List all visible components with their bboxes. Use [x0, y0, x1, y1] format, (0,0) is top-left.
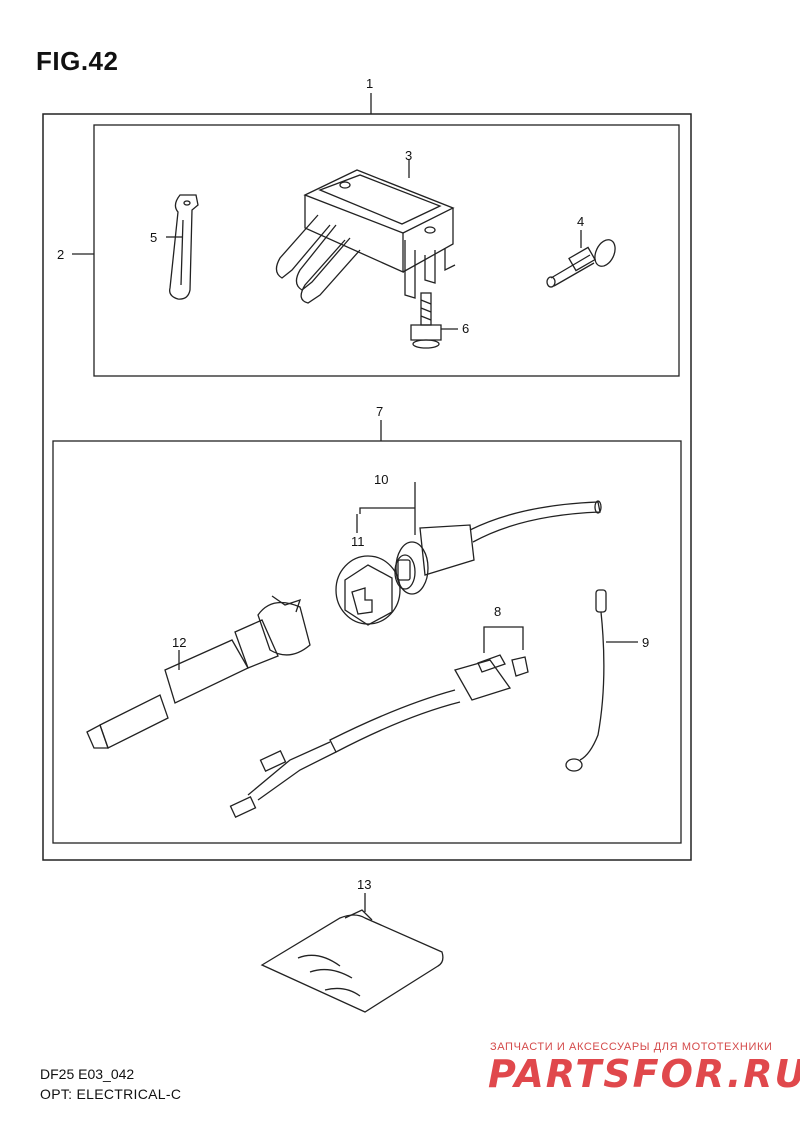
box-item-2: [93, 124, 680, 377]
outer-frame: [42, 113, 692, 861]
callout-9: 9: [642, 635, 650, 650]
footer-code: DF25 E03_042: [40, 1066, 135, 1082]
watermark-logo: PARTSFOR.RU: [488, 1052, 800, 1096]
callout-11: 11: [351, 534, 365, 549]
callout-3: 3: [405, 148, 413, 163]
callout-12: 12: [172, 635, 187, 650]
part-4-terminal: [546, 230, 616, 288]
callout-5: 5: [150, 230, 158, 245]
callout-6: 6: [462, 321, 470, 336]
part-6-bolt: [410, 292, 458, 349]
part-11-socket: [335, 555, 401, 626]
callout-13: 13: [357, 877, 372, 892]
callout-7: 7: [376, 404, 384, 419]
part-8-harness: [229, 626, 529, 818]
part-5-clip: [166, 194, 199, 300]
callout-2: 2: [57, 247, 65, 262]
part-10-connector: [356, 482, 602, 595]
callout-4: 4: [577, 214, 585, 229]
part-3-regulator: [275, 160, 456, 304]
callout-8: 8: [494, 604, 502, 619]
box-item-7: [52, 440, 682, 844]
part-13-bag: [260, 893, 444, 1013]
figure-title: FIG.42: [36, 46, 119, 76]
part-9-wire: [565, 589, 638, 772]
callout-1: 1: [366, 76, 374, 91]
footer-description: OPT: ELECTRICAL-C: [40, 1086, 182, 1102]
callout-10: 10: [374, 472, 389, 487]
part-12-plug: [86, 595, 311, 749]
watermark-tagline: ЗАПЧАСТИ И АКСЕССУАРЫ ДЛЯ МОТОТЕХНИКИ: [490, 1041, 773, 1053]
